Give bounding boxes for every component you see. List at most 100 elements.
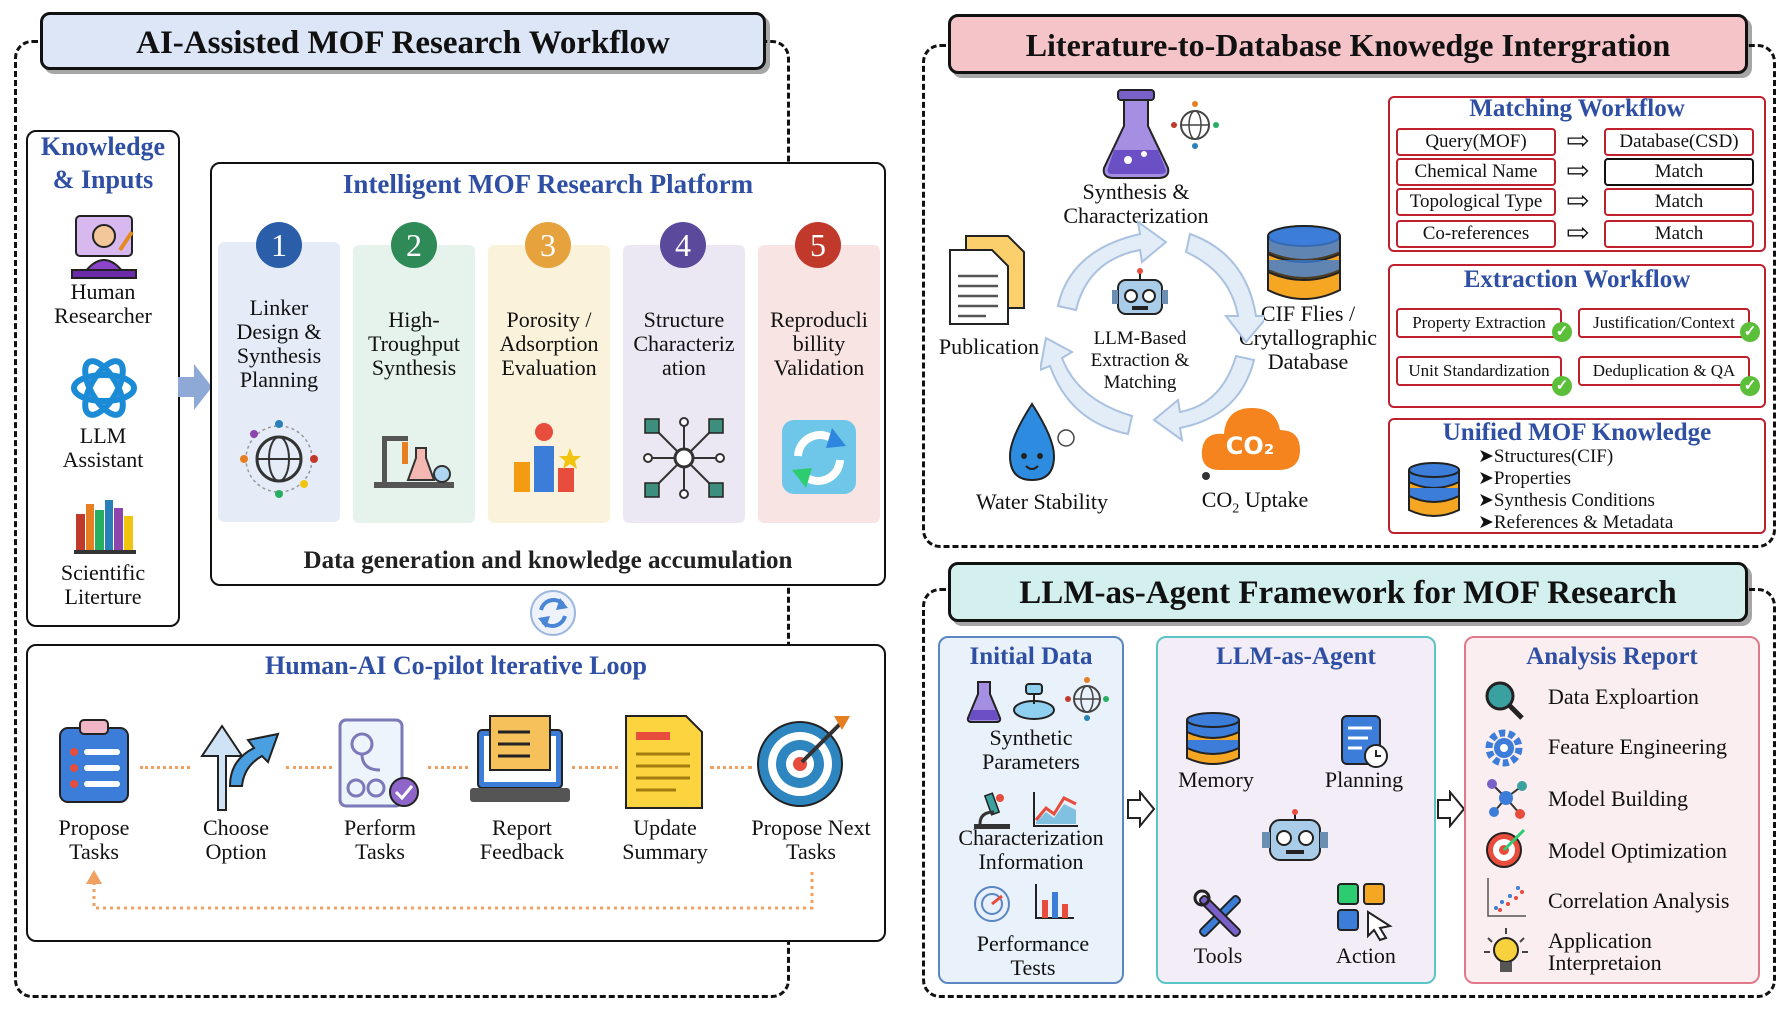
bookshelf-icon xyxy=(74,500,136,554)
agent-tools-label: Tools xyxy=(1193,943,1243,968)
database-icon xyxy=(1408,462,1460,517)
robot-icon xyxy=(1262,809,1328,861)
perform-tasks-icon xyxy=(338,718,419,808)
report-item-exploration: Data Exploartion xyxy=(1548,684,1699,709)
match-query-cell: Query(MOF) xyxy=(1396,128,1556,156)
right-bottom-title: LLM-as-Agent Framework for MOF Research xyxy=(948,562,1748,622)
step-number-1: 1 xyxy=(256,222,302,268)
flask-icon xyxy=(966,681,1002,723)
gear-icon xyxy=(1485,729,1523,767)
robot-icon xyxy=(1112,268,1168,315)
initial-item-characterization: Characterization Information xyxy=(958,825,1104,874)
bar-chart-icon xyxy=(1035,884,1074,919)
arrow-right-icon xyxy=(178,364,212,410)
memory-database-icon xyxy=(1186,712,1240,765)
loop-connector-2 xyxy=(286,766,332,769)
step-number-2: 2 xyxy=(391,222,437,268)
check-icon: ✓ xyxy=(1740,376,1760,396)
platform-heading: Intelligent MOF Research Platform xyxy=(342,169,754,199)
cycle-arrows xyxy=(1040,220,1264,443)
extraction-justification-cell: Justification/Context xyxy=(1578,308,1750,338)
publication-label: Publication xyxy=(938,334,1040,359)
step-number-4: 4 xyxy=(660,222,706,268)
publication-icon xyxy=(949,235,1025,325)
loop-connector-4 xyxy=(572,766,618,769)
unified-item-references: ➤References & Metadata xyxy=(1478,512,1674,533)
report-item-optimization: Model Optimization xyxy=(1548,838,1728,863)
line-chart-icon xyxy=(1033,792,1078,827)
loop-step-3: Perform Tasks xyxy=(343,815,417,864)
arrow-right-icon: ⇨ xyxy=(1566,218,1590,249)
loop-step-1: Propose Tasks xyxy=(58,815,130,864)
loop-connector-1 xyxy=(140,766,190,769)
llm-agent-heading: LLM-as-Agent xyxy=(1216,643,1376,670)
arrow-right-icon: ⇨ xyxy=(1566,126,1590,157)
loop-step-2: Choose Option xyxy=(203,815,269,864)
refresh-icon xyxy=(530,590,576,636)
agent-memory-label: Memory xyxy=(1178,767,1254,792)
loop-step-4: Report Feedback xyxy=(479,815,565,864)
target-icon xyxy=(757,716,850,807)
match-database-cell: Database(CSD) xyxy=(1604,128,1754,156)
match-result-cell-1: Match xyxy=(1604,158,1754,186)
unified-item-properties: ➤Properties xyxy=(1478,468,1571,489)
unified-item-structures: ➤Structures(CIF) xyxy=(1478,446,1614,467)
globe-icon xyxy=(1065,677,1109,721)
loop-step-5: Update Summary xyxy=(622,815,708,864)
llm-assistant-icon xyxy=(71,358,137,418)
step-label-5: Reproducli billity Validation xyxy=(770,307,868,380)
unified-item-synthesis: ➤Synthesis Conditions xyxy=(1478,490,1655,511)
extraction-unit-cell: Unit Standardization xyxy=(1396,356,1562,386)
match-result-cell-3: Match xyxy=(1604,220,1754,248)
agent-planning-label: Planning xyxy=(1324,767,1404,792)
gauge-icon xyxy=(974,886,1010,922)
lab-equipment-icon xyxy=(374,436,454,488)
arrow-right-icon: ⇨ xyxy=(1566,156,1590,187)
extraction-dedup-cell: Deduplication & QA xyxy=(1578,356,1750,386)
magnifier-icon xyxy=(1485,681,1524,720)
loop-return-arrow xyxy=(86,870,814,910)
bar-chart-trophy-icon xyxy=(514,423,581,492)
initial-item-performance: Performance Tests xyxy=(976,931,1090,980)
scatter-plot-icon xyxy=(1487,878,1526,917)
matching-workflow-heading: Matching Workflow xyxy=(1469,95,1685,122)
globe-network-icon xyxy=(240,420,318,498)
network-icon xyxy=(1487,779,1527,819)
co2-cloud-icon: CO₂ xyxy=(1201,408,1300,480)
arrow-right-icon xyxy=(1437,790,1466,828)
arrow-right-icon xyxy=(1127,790,1156,828)
step-number-3: 3 xyxy=(525,222,571,268)
report-item-interpretation: Application Interpretaion xyxy=(1548,928,1662,975)
initial-item-synthetic: Synthetic Parameters xyxy=(982,725,1080,774)
step-label-4: Structure Characteriz ation xyxy=(633,307,735,380)
match-result-cell-2: Match xyxy=(1604,188,1754,216)
agent-action-label: Action xyxy=(1336,943,1396,968)
co2-uptake-label: CO2 Uptake xyxy=(1201,487,1309,517)
check-icon: ✓ xyxy=(1552,322,1572,342)
cif-database-label: CIF Flies / Crytallographic Database xyxy=(1238,301,1378,374)
extraction-property-cell: Property Extraction xyxy=(1396,308,1562,338)
petri-dish-icon xyxy=(1013,683,1055,720)
update-summary-icon xyxy=(625,715,703,809)
microscope-icon xyxy=(974,792,1010,829)
water-stability-label: Water Stability xyxy=(975,489,1109,514)
structure-network-icon xyxy=(643,417,725,499)
check-icon: ✓ xyxy=(1552,376,1572,396)
step-label-1: Linker Design & Synthesis Planning xyxy=(236,295,322,392)
loop-connector-3 xyxy=(428,766,468,769)
action-icon xyxy=(1337,883,1393,942)
loop-step-6: Propose Next Tasks xyxy=(751,815,871,864)
knowledge-inputs-heading: Knowledge & Inputs xyxy=(40,132,166,194)
platform-footer: Data generation and knowledge accumulati… xyxy=(303,547,793,574)
task-list-icon xyxy=(59,719,129,803)
synthesis-characterization-label: Synthesis & Characterization xyxy=(1063,179,1209,228)
report-item-correlation: Correlation Analysis xyxy=(1548,888,1730,913)
knowledge-item-literature: Scientific Literture xyxy=(60,560,146,609)
step-column-1 xyxy=(218,242,340,522)
step-label-3: Porosity / Adsorption Evaluation xyxy=(499,307,599,380)
target-icon xyxy=(1486,828,1526,868)
human-researcher-icon xyxy=(71,215,137,279)
database-icon xyxy=(1267,225,1341,300)
left-panel-title: AI-Assisted MOF Research Workflow xyxy=(40,12,766,70)
step-label-2: High-Troughput Synthesis xyxy=(367,307,461,380)
